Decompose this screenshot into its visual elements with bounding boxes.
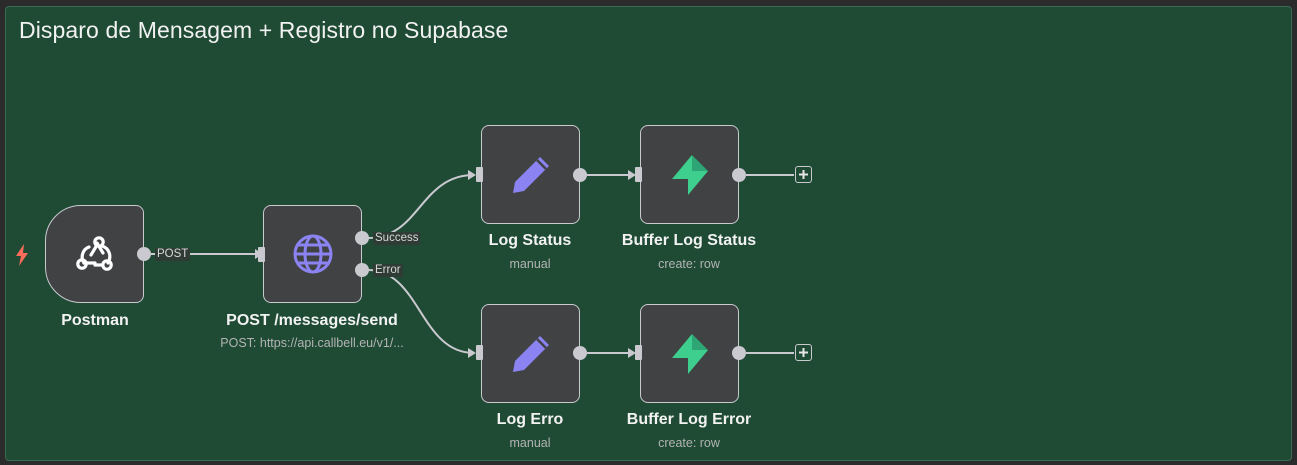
node-subtitle-buffer-log-status: create: row [658, 257, 720, 271]
buffer-log-error-input-port[interactable] [635, 345, 642, 360]
add-node-button[interactable] [795, 166, 812, 183]
pencil-icon [512, 156, 549, 193]
arrow-head [628, 348, 636, 358]
node-label-log-erro: Log Erro [496, 411, 564, 428]
buffer-log-error-output-port[interactable] [732, 346, 746, 360]
plus-icon [799, 170, 808, 179]
node-subtitle-http: POST: https://api.callbell.eu/v1/... [220, 336, 404, 350]
pencil-icon [512, 335, 549, 372]
buffer-log-status-output-port[interactable] [732, 168, 746, 182]
arrow-head [628, 170, 636, 180]
edge-label-error: Error [373, 264, 403, 277]
arrow-head [468, 170, 476, 180]
http-error-port[interactable] [355, 263, 369, 277]
http-success-port[interactable] [355, 231, 369, 245]
sticky-note-title: Disparo de Mensagem + Registro no Supaba… [19, 17, 509, 43]
log-erro-output-port[interactable] [573, 346, 587, 360]
edge-label-post: POST [155, 248, 191, 261]
node-label-http: POST /messages/send [226, 312, 398, 329]
connection-http-logstatus [367, 174, 475, 239]
edge-label-success: Success [373, 232, 421, 245]
log-status-output-port[interactable] [573, 168, 587, 182]
node-buffer-log-error[interactable] [640, 304, 739, 403]
log-erro-input-port[interactable] [476, 345, 483, 360]
add-node-button[interactable] [795, 344, 812, 361]
node-buffer-log-status[interactable] [640, 125, 739, 224]
postman-output-port[interactable] [137, 247, 151, 261]
node-log-status[interactable] [481, 125, 580, 224]
arrow-head [468, 348, 476, 358]
trigger-bolt-icon [16, 244, 28, 266]
node-label-buffer-log-error: Buffer Log Error [626, 411, 752, 428]
plus-icon [799, 348, 808, 357]
node-label-postman: Postman [61, 312, 129, 329]
log-status-input-port[interactable] [476, 167, 483, 182]
node-postman[interactable] [45, 205, 144, 303]
webhook-icon [75, 236, 113, 271]
supabase-icon [671, 333, 708, 374]
node-subtitle-buffer-log-error: create: row [658, 436, 720, 450]
globe-icon [293, 234, 332, 274]
supabase-icon [671, 154, 708, 195]
http-input-port[interactable] [258, 247, 265, 262]
node-http-request[interactable] [263, 205, 362, 303]
node-label-buffer-log-status: Buffer Log Status [621, 232, 757, 249]
node-label-log-status: Log Status [488, 232, 572, 249]
node-subtitle-log-status: manual [509, 257, 551, 271]
node-subtitle-log-erro: manual [509, 436, 551, 450]
buffer-log-status-input-port[interactable] [635, 167, 642, 182]
node-log-erro[interactable] [481, 304, 580, 403]
